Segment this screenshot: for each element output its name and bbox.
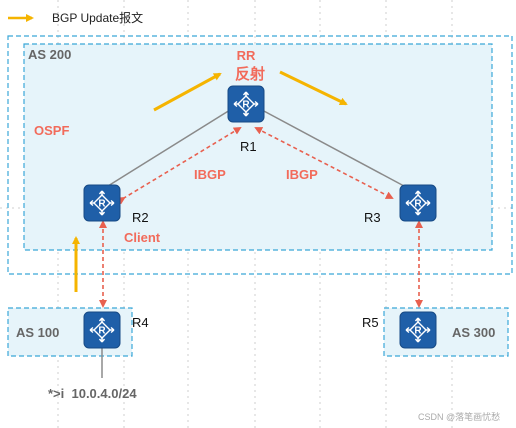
ibgp-r1-r2 xyxy=(116,126,242,205)
rr-label-line1: RR xyxy=(237,48,256,63)
watermark: CSDN @落笔画忧愁 xyxy=(418,411,500,422)
ibgp-left-label: IBGP xyxy=(194,167,226,182)
ibgp-right-label: IBGP xyxy=(286,167,318,182)
legend: BGP Update报文 xyxy=(8,10,143,25)
as300-label: AS 300 xyxy=(452,325,495,340)
router-r5-icon[interactable] xyxy=(399,311,437,349)
as200-label: AS 200 xyxy=(28,47,71,62)
legend-label: BGP Update报文 xyxy=(52,10,143,25)
ospf-label: OSPF xyxy=(34,123,69,138)
ibgp-sessions xyxy=(99,126,423,308)
router-r2-icon[interactable] xyxy=(83,184,121,222)
router-r2-label: R2 xyxy=(132,210,149,225)
router-r4-icon[interactable] xyxy=(83,311,121,349)
update-arrow-from-r1 xyxy=(279,70,348,106)
ibgp-r1-r3 xyxy=(254,127,394,199)
client-label: Client xyxy=(124,230,161,245)
router-r4-label: R4 xyxy=(132,315,149,330)
update-arrow-to-r1 xyxy=(153,72,222,112)
router-r5-label: R5 xyxy=(362,315,379,330)
rr-label-line2: 反射 xyxy=(235,65,265,83)
as100-label: AS 100 xyxy=(16,325,59,340)
update-arrows xyxy=(72,70,348,292)
router-r1-icon[interactable] xyxy=(227,85,265,123)
router-r3-label: R3 xyxy=(364,210,381,225)
router-r3-icon[interactable] xyxy=(399,184,437,222)
route-prefix-label: *>i 10.0.4.0/24 xyxy=(48,386,137,401)
as200-outer-box xyxy=(7,35,513,275)
router-r1-label: R1 xyxy=(240,139,257,154)
